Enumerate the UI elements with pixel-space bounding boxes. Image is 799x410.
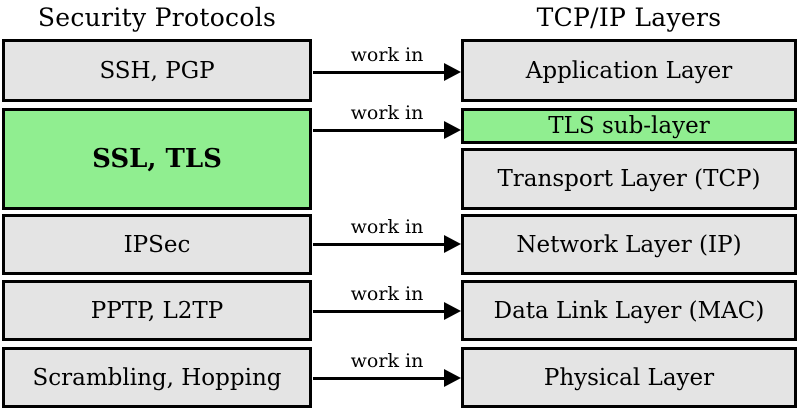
arrowhead-icon [444,121,461,139]
arrow-line-5 [313,377,447,380]
layer-box-transport: Transport Layer (TCP) [461,148,797,210]
layer-box-application: Application Layer [461,39,797,102]
arrow-line-2 [313,129,447,132]
arrow-label-work-in-2: work in [350,102,424,124]
arrow-line-1 [313,71,447,74]
arrowhead-icon [444,302,461,320]
layer-box-data-link: Data Link Layer (MAC) [461,280,797,341]
protocol-box-ipsec: IPSec [2,214,312,275]
arrow-label-work-in-1: work in [350,44,424,66]
protocol-box-ssh-pgp: SSH, PGP [2,39,312,102]
protocol-box-pptp-l2tp: PPTP, L2TP [2,280,312,341]
layer-box-physical: Physical Layer [461,347,797,408]
protocol-box-ssl-tls: SSL, TLS [2,108,312,210]
layer-box-tls-sublayer: TLS sub-layer [461,108,797,144]
arrowhead-icon [444,369,461,387]
arrow-label-work-in-5: work in [350,350,424,372]
arrowhead-icon [444,63,461,81]
arrow-label-work-in-3: work in [350,216,424,238]
column-title-security-protocols: Security Protocols [37,2,277,32]
arrow-line-3 [313,243,447,246]
arrow-line-4 [313,310,447,313]
arrowhead-icon [444,235,461,253]
protocol-box-scrambling-hopping: Scrambling, Hopping [2,347,312,408]
layer-box-network: Network Layer (IP) [461,214,797,275]
arrow-label-work-in-4: work in [350,283,424,305]
column-title-tcpip-layers: TCP/IP Layers [536,2,722,32]
